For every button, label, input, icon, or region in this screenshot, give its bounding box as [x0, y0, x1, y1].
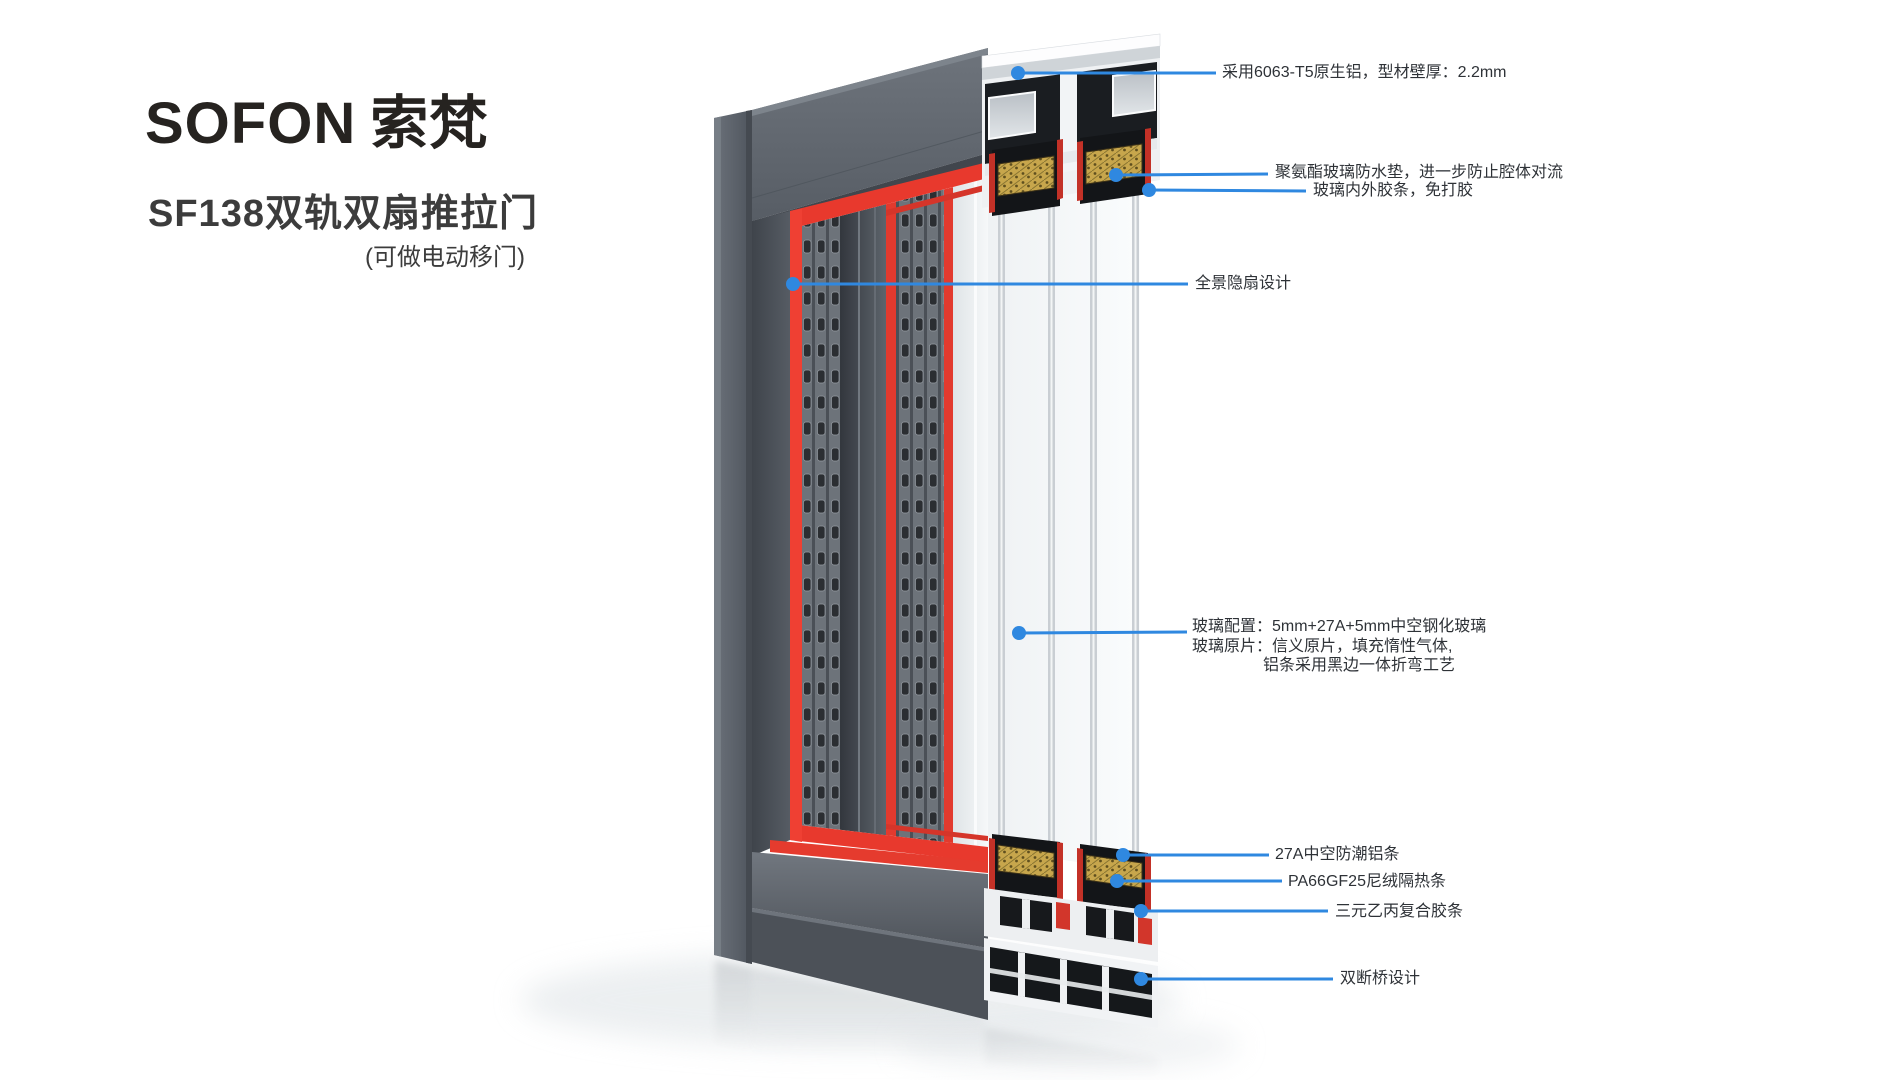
callout-dot-gasket [1142, 183, 1156, 197]
frame-reveal [752, 211, 790, 856]
brand-logo-latin: SOFON [145, 91, 357, 156]
brand-logo-cn: 索梵 [370, 91, 489, 156]
callout-double-bridge-label: 双断桥设计 [1340, 970, 1421, 987]
top-cross-section [981, 33, 1161, 216]
callout-gasket-label: 玻璃内外胶条，免打胶 [1313, 182, 1474, 199]
callout-dot-double-bridge [1134, 972, 1148, 986]
callout-thermal-break-label: PA66GF25尼绒隔热条 [1288, 873, 1446, 890]
product-subtitle: (可做电动移门) [365, 244, 525, 271]
glass-panes [988, 172, 1140, 872]
callout-dot-glass [1012, 626, 1026, 640]
callout-glass-line2: 玻璃原片：信义原片，填充惰性气体, [1192, 637, 1453, 655]
frame-jamb [714, 110, 752, 964]
callout-dot-waterproof-pad [1109, 168, 1123, 182]
callout-glass-line3: 铝条采用黑边一体折弯工艺 [1263, 657, 1456, 674]
callout-glass-label: 玻璃配置：5mm+27A+5mm中空钢化玻璃 玻璃原片：信义原片，填充惰性气体,… [1192, 617, 1486, 676]
callout-spacer-label: 27A中空防潮铝条 [1275, 846, 1400, 863]
callout-lines [793, 71, 1333, 981]
callout-hidden-sash-label: 全景隐扇设计 [1195, 275, 1292, 292]
callout-dot-spacer [1116, 848, 1130, 862]
frame-sill [752, 840, 988, 1020]
callout-dots [786, 66, 1156, 986]
product-title: SF138双轨双扇推拉门 [148, 193, 538, 235]
callout-glass-line1: 玻璃配置：5mm+27A+5mm中空钢化玻璃 [1192, 618, 1487, 635]
bottom-cross-section [984, 834, 1158, 1028]
callout-epdm-label: 三元乙丙复合胶条 [1335, 903, 1464, 920]
callout-aluminum-label: 采用6063-T5原生铝，型材壁厚：2.2mm [1222, 64, 1507, 81]
callout-dot-hidden-sash [786, 277, 800, 291]
callout-waterproof-pad-label: 聚氨酯玻璃防水垫，进一步防止腔体对流 [1275, 164, 1564, 181]
reflection [715, 960, 1158, 1076]
callout-dot-epdm [1134, 904, 1148, 918]
callout-dot-aluminum [1011, 66, 1025, 80]
callout-dot-thermal-break [1110, 874, 1124, 888]
sash-panels [790, 162, 988, 862]
